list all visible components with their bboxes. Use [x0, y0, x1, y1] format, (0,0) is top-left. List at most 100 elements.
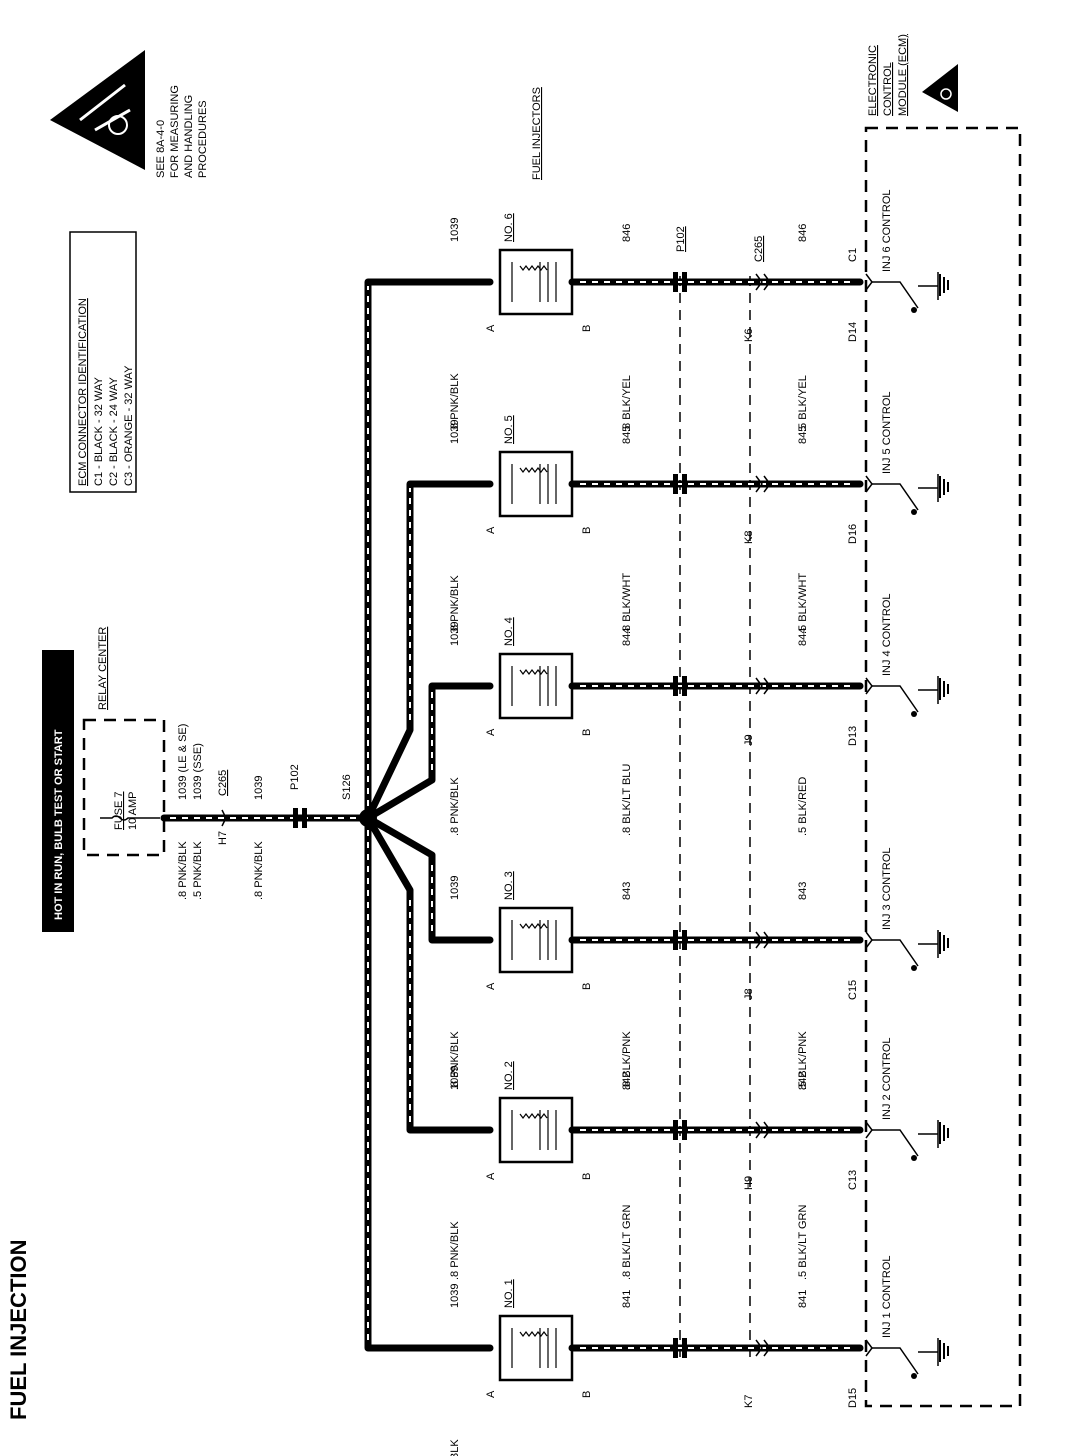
ecm-label: ELECTRONIC CONTROL MODULE (ECM) [867, 34, 909, 116]
injector-2-out-circuit: 842 [621, 1072, 633, 1090]
esd-note: SEE 8A-4-0 FOR MEASURING AND HANDLING PR… [155, 85, 209, 178]
ecm-label-line1: ELECTRONIC [867, 45, 879, 116]
injector-6-connector-pin: K6 [743, 329, 755, 342]
injector-5-out-circuit: 845 [621, 426, 633, 444]
feed-connector-p102: P102 [289, 764, 301, 790]
injector-5-ground-icon [939, 476, 949, 498]
feed-wire-sse: 1039 (SSE) [192, 743, 204, 800]
injector-6-c265-chevron [755, 273, 771, 291]
injector-2-p102-male [673, 1120, 678, 1140]
fuse-rating: 10 AMP [127, 791, 139, 830]
ecm-label-line3: MODULE (ECM) [897, 34, 909, 116]
injector-5-body [498, 450, 574, 518]
injector-2-body [498, 1096, 574, 1164]
injector-4-pin-a: A [485, 728, 497, 736]
injector-2-ecm-circuit: 842 [797, 1072, 809, 1090]
injector-6-driver-switch [872, 272, 939, 309]
fuel-injectors-label: FUEL INJECTORS [531, 87, 543, 180]
injector-3-ecm-circuit: 843 [797, 882, 809, 900]
hot-in-run-banner: HOT IN RUN, BULB TEST OR START [42, 650, 74, 932]
injector-3-feed-wire: .8 PNK/BLK [449, 1031, 461, 1090]
injector-1-coil-icon [511, 1328, 557, 1368]
injector-3-control-label: INJ 3 CONTROL [881, 847, 893, 930]
injector-1-connector-pin: K7 [743, 1395, 755, 1408]
injector-2-control-label: INJ 2 CONTROL [881, 1037, 893, 1120]
injector-6-feed-wire: .8 PNK/BLK [449, 373, 461, 432]
injector-5-connector-pin: K8 [743, 531, 755, 544]
injector-1-pin-a: A [485, 1390, 497, 1398]
injector-1-ecm-circuit: 841 [797, 1290, 809, 1308]
feed-circuit-1039: 1039 [253, 776, 265, 800]
injector-1-control-label: INJ 1 CONTROL [881, 1255, 893, 1338]
injector-3-switch-contact [911, 965, 917, 971]
injector-2-coil-icon [511, 1110, 557, 1150]
ecm-id-c1: C1 - BLACK - 32 WAY [93, 377, 105, 486]
injector-2-number: NO. 2 [503, 1061, 515, 1090]
injector-2-pin-b: B [581, 1173, 593, 1180]
feed-connector-c265: C265 [217, 770, 229, 796]
ecm-label-line2: CONTROL [882, 62, 894, 116]
injector-3-coil-icon [511, 920, 557, 960]
ecm-id-c3: C3 - ORANGE - 32 WAY [123, 365, 135, 486]
ecm-id-c2: C2 - BLACK - 24 WAY [108, 377, 120, 486]
relay-center-label: RELAY CENTER [97, 627, 109, 710]
injector-6-pin-b: B [581, 325, 593, 332]
ecm-boundary [864, 126, 1022, 1408]
injector-6-coil-icon [511, 262, 557, 302]
esd-note-line1: SEE 8A-4-0 [155, 120, 167, 178]
injector-3-pin-a: A [485, 982, 497, 990]
feed-lower-gauge: .8 PNK/BLK [253, 841, 265, 900]
injector-4-control-label: INJ 4 CONTROL [881, 593, 893, 676]
injector-5-driver-switch [872, 474, 939, 511]
injector-4-feed-wire: .8 PNK/BLK [449, 777, 461, 836]
injector-3-ecm-wire: .5 BLK/PNK [797, 1031, 809, 1090]
injector-4-switch-contact [911, 711, 917, 717]
injector-5-feed-wire: .8 PNK/BLK [449, 575, 461, 634]
feed-connector-symbol [221, 808, 307, 828]
esd-note-line3: AND HANDLING [183, 95, 195, 178]
injector-5-control-label: INJ 5 CONTROL [881, 391, 893, 474]
injector-4-ecm-pin: D13 [847, 726, 859, 746]
feed-labels: 1039 (LE & SE) 1039 (SSE) .8 PNK/BLK .5 … [177, 724, 353, 900]
injector-6-control-label: INJ 6 CONTROL [881, 189, 893, 272]
injector-1-body [498, 1314, 574, 1382]
ecm-esd-icon [922, 64, 958, 112]
top-connector-c265: C265 [753, 236, 765, 262]
injector-6-ecm-circuit: 846 [797, 224, 809, 242]
injector-2-connector-pin: H9 [743, 1176, 755, 1190]
injector-4-out-wire: .8 BLK/LT BLU [621, 764, 633, 836]
injector-5-pin-b: B [581, 527, 593, 534]
diagram-title: FUEL INJECTION [6, 1239, 31, 1420]
injector-5-feed-circuit: 1039 [449, 420, 461, 444]
injector-1-switch-contact [911, 1373, 917, 1379]
injector-4-coil-icon [511, 666, 557, 706]
injector-1-p102-female [682, 1338, 687, 1358]
injector-2-ecm-wire: .5 BLK/LT GRN [797, 1205, 809, 1280]
injector-5-switch-contact [911, 509, 917, 515]
esd-warning-icon [50, 50, 145, 170]
injector-3-p102-male [673, 930, 678, 950]
injector-3-out-wire: .8 BLK/PNK [621, 1031, 633, 1090]
injector-5-ecm-circuit: 845 [797, 426, 809, 444]
injector-1-feed-wire: .8 PNK/BLK [449, 1439, 461, 1456]
injector-5-ecm-pin: D16 [847, 524, 859, 544]
injector-6-out-circuit: 846 [621, 224, 633, 242]
injector-4-number: NO. 4 [503, 617, 515, 646]
injector-1-ecm-pin: D15 [847, 1388, 859, 1408]
feed-gauge-5: .5 PNK/BLK [192, 841, 204, 900]
injector-5-p102-male [673, 474, 678, 494]
injector-4-p102-female [682, 676, 687, 696]
injector-feed-harness [364, 278, 494, 1352]
injector-5-coil-icon [511, 464, 557, 504]
injector-6-number: NO. 6 [503, 213, 515, 242]
injector-3-driver-switch [872, 930, 939, 967]
hot-label: HOT IN RUN, BULB TEST OR START [53, 729, 65, 920]
injector-6-p102-female [682, 272, 687, 292]
injector-3-body [498, 906, 574, 974]
injector-3-number: NO. 3 [503, 871, 515, 900]
injector-2-ecm-pin: C13 [847, 1170, 859, 1190]
injector-4-body [498, 652, 574, 720]
